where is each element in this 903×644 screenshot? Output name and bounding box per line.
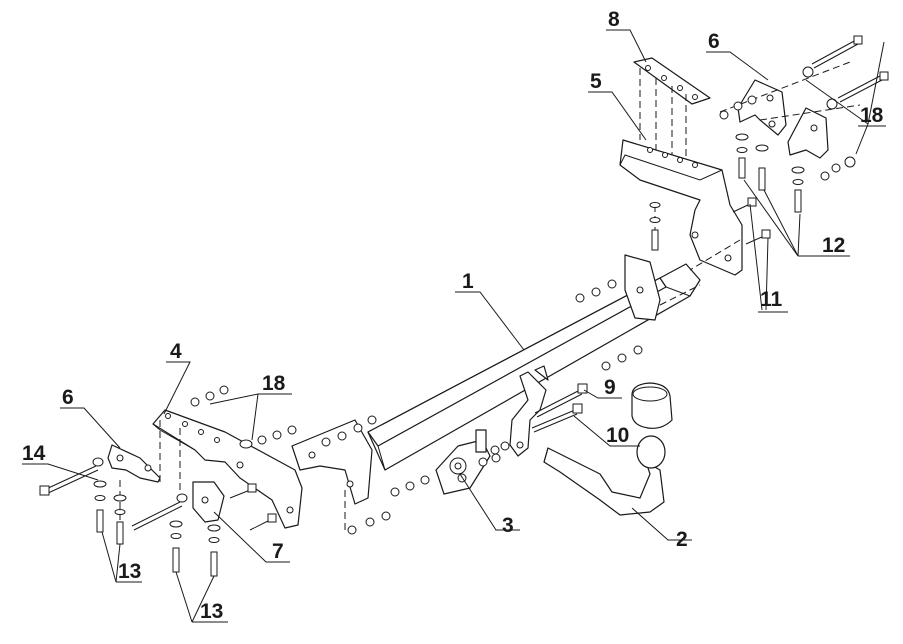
callout-10: 10 [606,424,629,447]
callout-4: 4 [170,340,182,363]
tow-ball-assembly [543,435,666,516]
callout-8: 8 [608,8,620,31]
callout-9: 9 [604,376,616,399]
callout-13-upper: 13 [118,560,141,583]
callout-14: 14 [22,442,46,465]
callout-1: 1 [462,270,474,293]
towbar-mount-arm [490,365,549,457]
crossbar-beam [367,263,701,471]
angle-bracket-right-2 [787,107,829,159]
vertical-bolts-12 [649,133,805,251]
callout-6-left: 6 [62,386,74,409]
long-bolt-14 [39,457,104,496]
right-side-bracket [619,139,743,276]
nuts-near-socket [390,453,501,497]
callout-labels: 1 2 3 4 5 6 6 7 8 9 10 11 12 13 13 14 18… [22,8,884,623]
callout-18-right: 18 [860,104,884,127]
socket-plate [435,429,491,495]
leader-lines [22,29,886,623]
nuts-right-beam [575,279,643,371]
alignment-lines-right [639,61,861,306]
callout-12: 12 [822,234,845,257]
vertical-bolts-13 [93,480,221,577]
bolt-10 [531,403,583,433]
horizontal-bolts-11 [732,197,771,245]
reinforcement-plate-8 [633,57,711,105]
small-bracket-7 [192,481,225,523]
tow-ball-cap [631,382,673,429]
callout-5: 5 [590,70,602,93]
bolt-9 [534,383,588,418]
horizontal-bolts-left [131,483,277,531]
callout-11: 11 [760,288,783,311]
angle-bracket-right [737,79,787,136]
callout-3: 3 [502,514,514,537]
callout-18-left: 18 [262,372,286,395]
angle-bracket-left [107,444,161,483]
left-nuts-washers [190,385,391,535]
callout-6-right: 6 [708,30,720,53]
long-bolts-right [719,35,889,181]
callout-13-lower: 13 [200,600,223,623]
right-end-plate [624,254,661,321]
left-end-plate [291,419,373,505]
callout-7: 7 [272,540,284,563]
left-side-bracket [152,409,303,529]
callout-2: 2 [676,528,688,551]
